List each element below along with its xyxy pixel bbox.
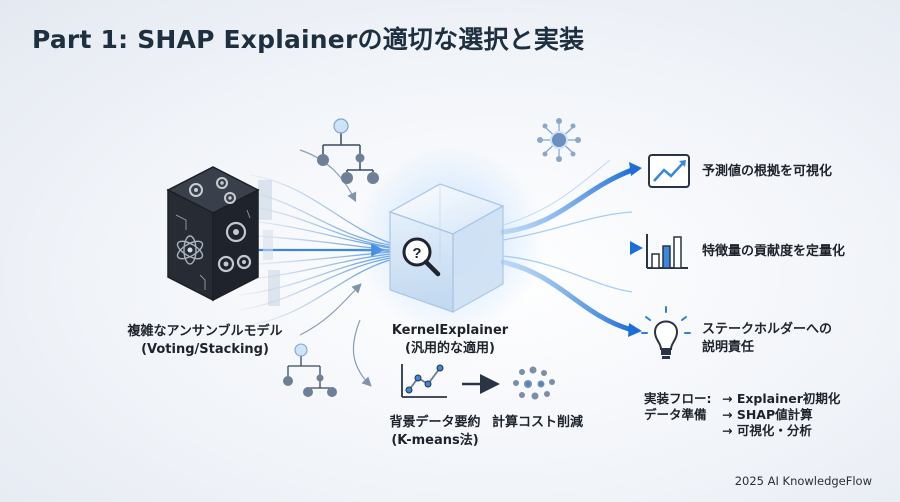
flow-step-2: → SHAP値計算: [722, 407, 813, 422]
cost-reduction-label: 計算コスト削減: [492, 415, 584, 430]
trend-chart-icon: [648, 154, 690, 188]
output-label-accountability: ステークホルダーへの 説明責任: [702, 321, 832, 357]
output-arrowheads: [628, 162, 643, 337]
lightbulb-icon: [641, 306, 691, 359]
hierarchy-tree-icon-bottom: [283, 343, 337, 397]
ensemble-model-cube-icon: [166, 166, 260, 302]
explainer-label-line2: (汎用的な適用): [405, 341, 495, 356]
background-label-line1: 背景データ要約: [389, 415, 481, 430]
output-streams: [500, 159, 635, 333]
magnifier-question-icon: ?: [402, 237, 441, 277]
model-label-line2: (Voting/Stacking): [141, 342, 269, 357]
hierarchy-tree-icon-top: [317, 118, 379, 184]
model-label: 複雑なアンサンブルモデル (Voting/Stacking): [90, 323, 320, 359]
bar-chart-icon: [646, 234, 688, 269]
clustered-points-icon: [513, 366, 555, 400]
explainer-label-line1: KernelExplainer: [391, 323, 509, 338]
context-arrows: [299, 149, 372, 387]
network-node-icon: [537, 118, 581, 162]
kernel-explainer-cube-icon: [355, 145, 545, 335]
flow-step-3: → 可視化・分析: [722, 423, 812, 438]
flow-heading-2: データ準備: [644, 407, 707, 422]
explainer-label: KernelExplainer (汎用的な適用): [370, 322, 530, 358]
flow-step-1: → Explainer初期化: [722, 391, 841, 406]
flow-heading-1: 実装フロー:: [644, 391, 712, 406]
model-label-line1: 複雑なアンサンブルモデル: [127, 324, 283, 339]
background-label-line2: (K-means法): [391, 433, 479, 448]
output-label-accountability-line2: 説明責任: [702, 340, 755, 355]
svg-text:?: ?: [412, 245, 421, 262]
output-label-accountability-line1: ステークホルダーへの: [702, 322, 833, 337]
output-label-visualize: 予測値の根拠を可視化: [702, 164, 833, 179]
footer-credit: 2025 AI KnowledgeFlow: [734, 474, 872, 488]
background-data-label: 背景データ要約 (K-means法): [380, 414, 490, 450]
data-panel-shapes: [258, 180, 280, 306]
output-label-quantify: 特徴量の貢献度を定量化: [702, 244, 846, 259]
line-chart-icon: [401, 364, 447, 398]
page-title: Part 1: SHAP Explainerの適切な選択と実装: [32, 25, 585, 54]
